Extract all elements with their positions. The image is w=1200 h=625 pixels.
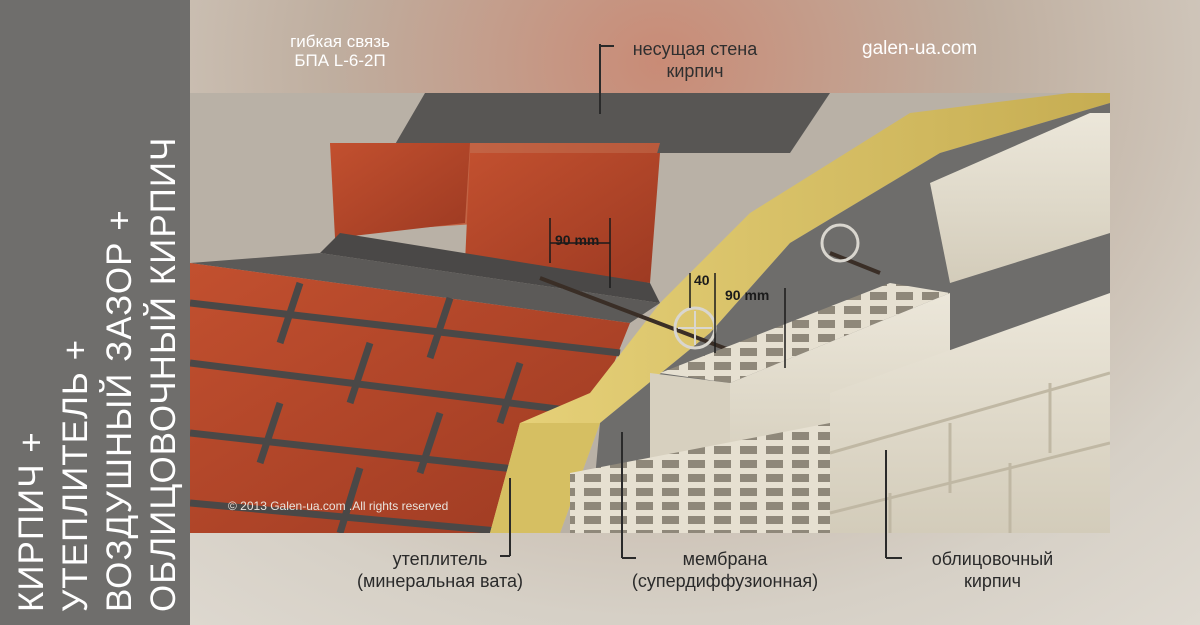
side-title: КИРПИЧ + УТЕПЛИТЕЛЬ + ВОЗДУШНЫЙ ЗАЗОР + … [0,0,190,625]
wall-section-illustration [190,93,1110,533]
bearing-wall-leader [596,44,616,114]
wall-tie-caption-line-1: гибкая связь [265,32,415,51]
side-title-line-3: ВОЗДУШНЫЙ ЗАЗОР + [100,209,140,612]
insulation-label-line-2: (минеральная вата) [350,570,530,592]
copyright-notice: © 2013 Galen-ua.com .All rights reserved [228,499,448,513]
wall-tie-caption: гибкая связь БПА L-6-2П [265,32,415,70]
insulation-leader [500,478,520,558]
dimension-label-40: 40 [694,272,710,288]
membrane-label-line-2: (супердиффузионная) [625,570,825,592]
side-title-line-2: УТЕПЛИТЕЛЬ + [56,339,96,612]
side-title-line-4: ОБЛИЦОВОЧНЫЙ КИРПИЧ [144,137,184,612]
site-url: galen-ua.com [862,38,977,60]
membrane-leader [616,432,640,562]
dimension-label-90mm-outer: 90 mm [725,287,769,303]
wall-tie-caption-line-2: БПА L-6-2П [265,51,415,70]
facing-brick-label: облицовочный кирпич [905,548,1080,592]
bearing-wall-label-line-2: кирпич [615,60,775,82]
bearing-wall-label: несущая стена кирпич [615,38,775,82]
facing-brick-label-line-1: облицовочный [905,548,1080,570]
bearing-wall-label-line-1: несущая стена [615,38,775,60]
membrane-label-line-1: мембрана [625,548,825,570]
facing-brick-leader [880,450,904,562]
dimension-label-90mm-inner: 90 mm [555,232,599,248]
facing-brick-label-line-2: кирпич [905,570,1080,592]
side-title-line-1: КИРПИЧ + [12,431,52,612]
membrane-label: мембрана (супердиффузионная) [625,548,825,592]
